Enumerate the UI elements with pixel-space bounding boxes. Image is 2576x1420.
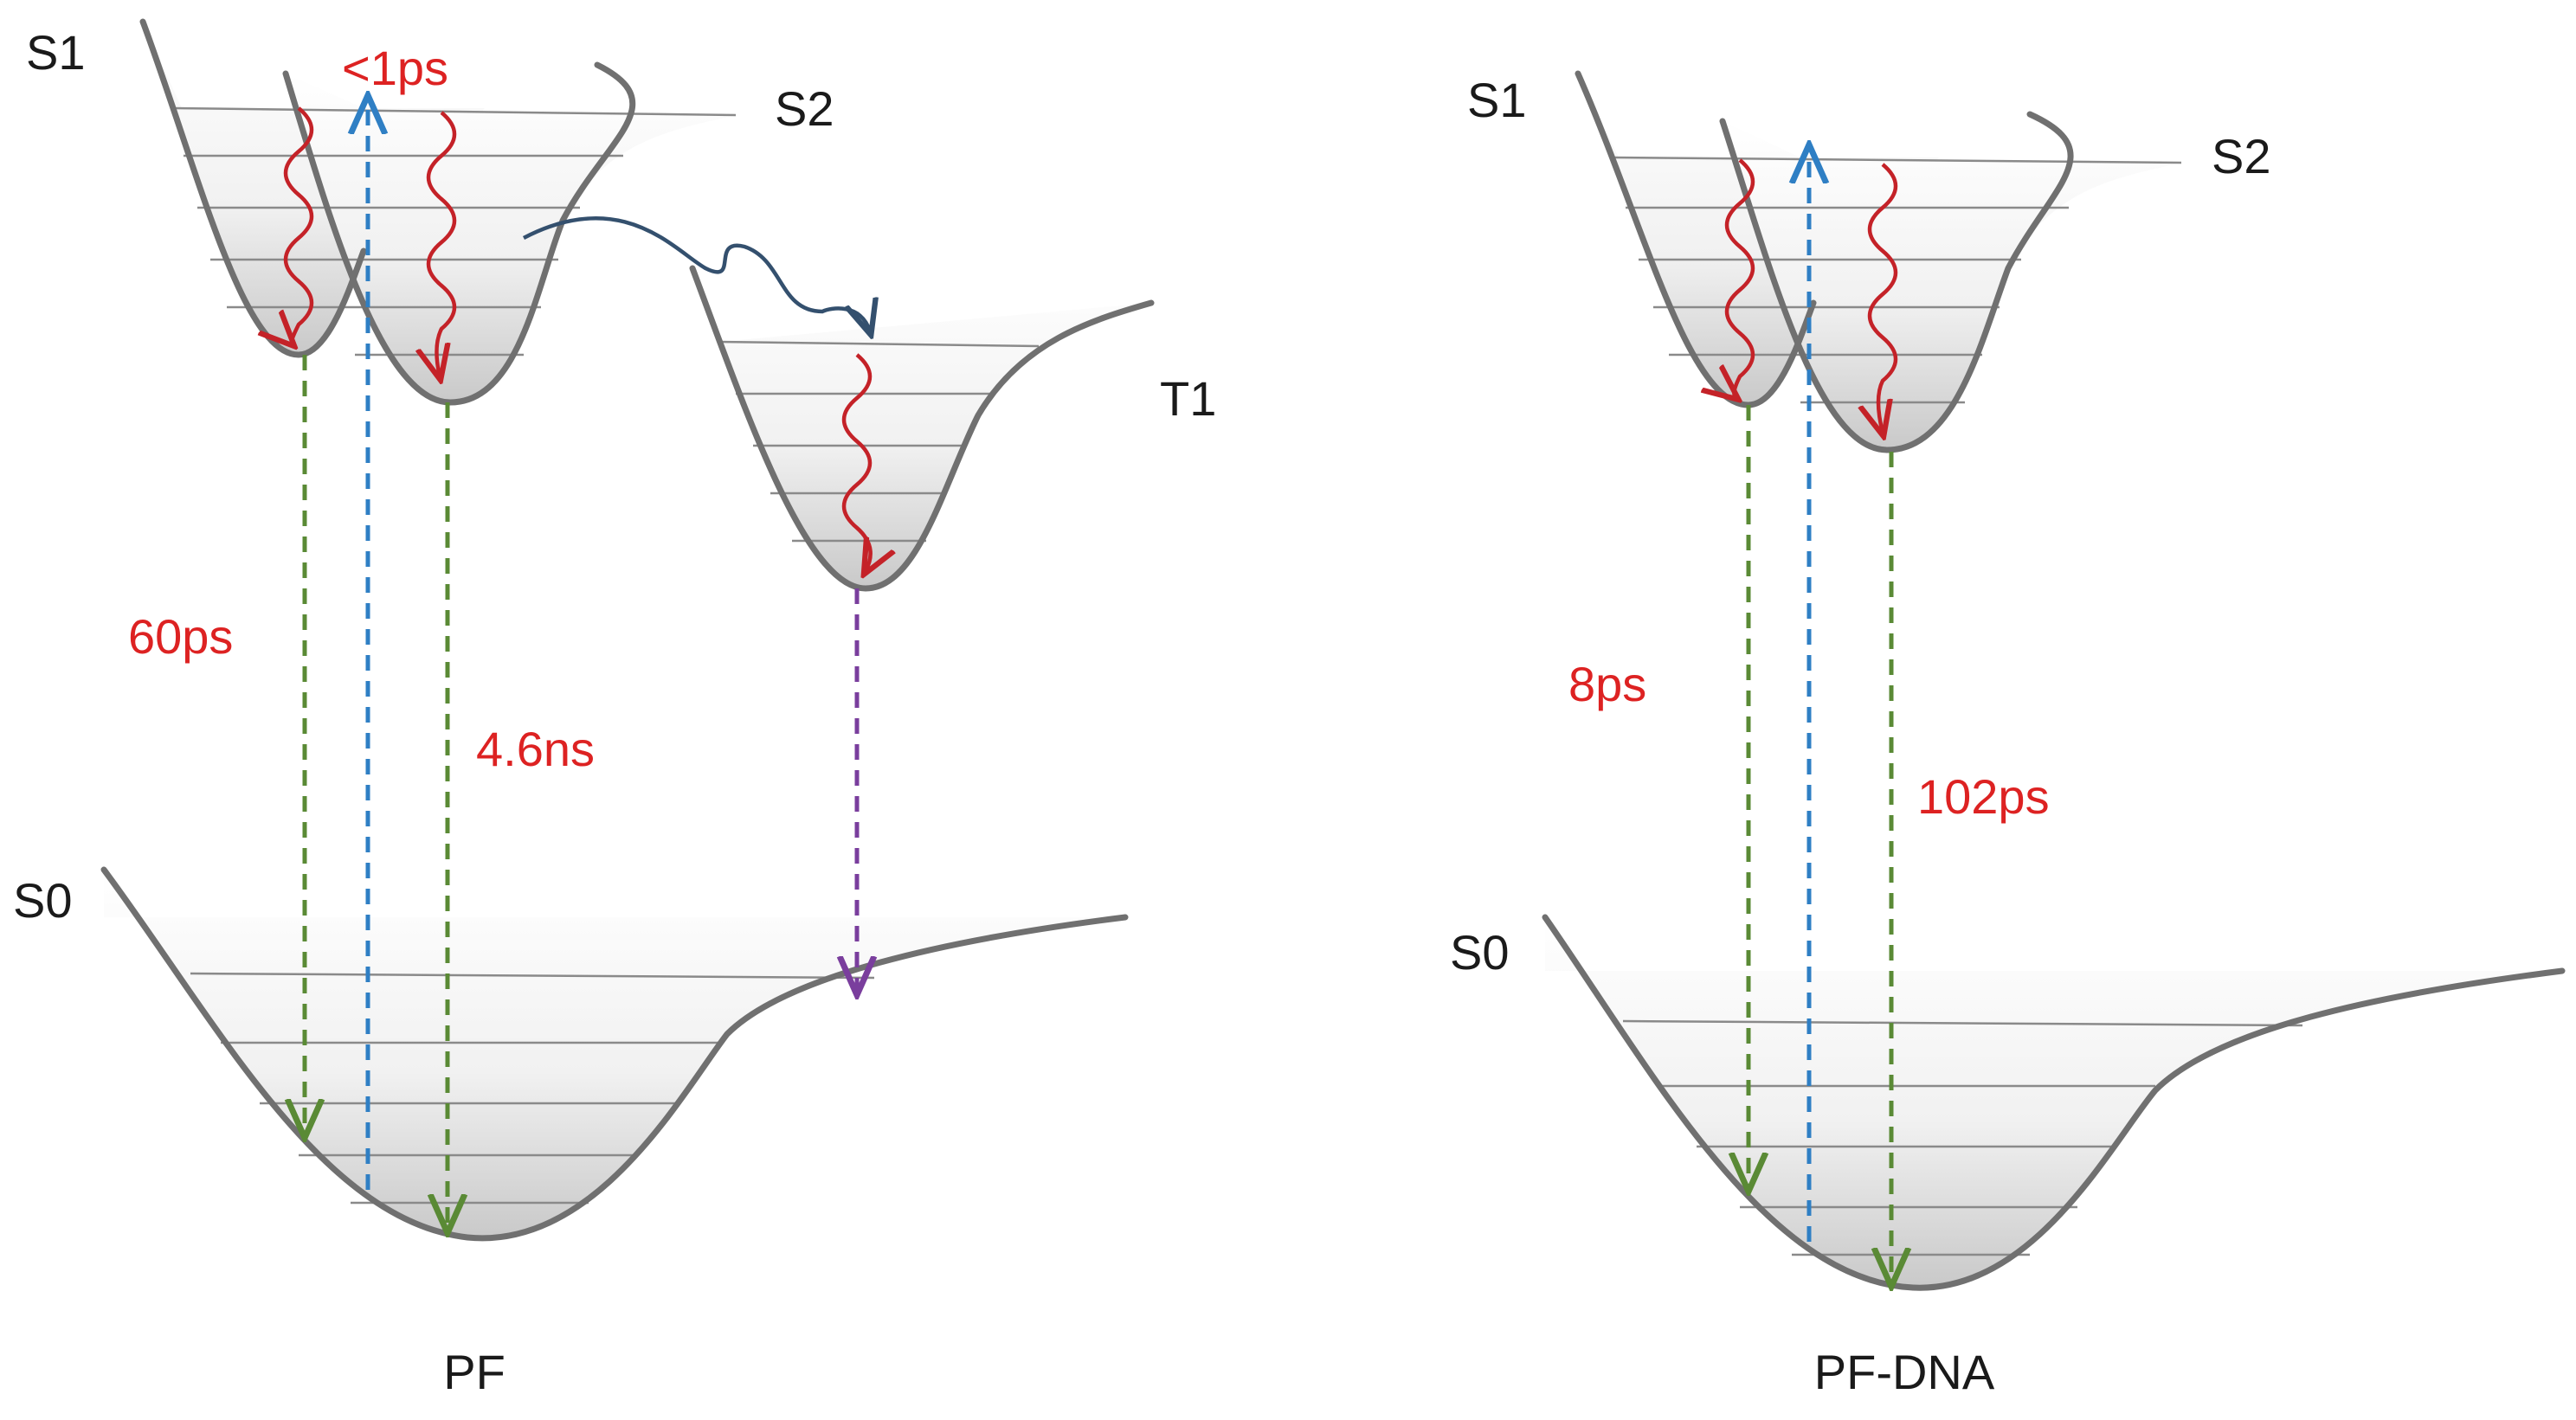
- s0-vibrational-levels-pf-dna: [1622, 1019, 2303, 1256]
- t1-vibrational-levels-pf: [718, 340, 1040, 543]
- s2-label-pf: S2: [775, 81, 834, 136]
- panel-title-pf: PF: [443, 1345, 506, 1399]
- s2-decay-time-label-pf: 4.6ns: [476, 722, 595, 776]
- t1-well-pf: [689, 265, 1155, 592]
- s2-curve-pf: [282, 61, 636, 406]
- ic-time-label-pf: <1ps: [342, 41, 448, 95]
- intersystem-crossing-arrow-pf: [522, 216, 870, 331]
- s2-decay-time-label-pf-dna: 102ps: [1917, 769, 2050, 824]
- panel-pf-dna: S1 S2 S0 8ps 102ps PF-DNA: [1450, 70, 2566, 1399]
- s2-well-pf-dna: [1723, 121, 2181, 450]
- s2-curve-pf-dna: [1719, 111, 2074, 453]
- panel-pf: S1 S2 T1 S0 <1ps 60ps 4.6ns PF: [13, 18, 1216, 1399]
- panel-title-pf-dna: PF-DNA: [1814, 1345, 1995, 1399]
- s2-relaxation-arrow-pf-dna: [1870, 163, 1898, 433]
- s0-well-pf: [100, 866, 1129, 1242]
- s1-s2-vibrational-levels-pf: [172, 106, 737, 357]
- s1-well-pf: [143, 22, 485, 355]
- s1-decay-time-label-pf: 60ps: [128, 609, 233, 664]
- s0-label-pf-dna: S0: [1450, 925, 1510, 980]
- t1-relaxation-arrow-pf: [841, 353, 871, 571]
- s2-well-pf: [286, 74, 736, 402]
- s0-label-pf: S0: [13, 873, 73, 928]
- s1-label-pf-dna: S1: [1467, 73, 1527, 127]
- s1-decay-time-label-pf-dna: 8ps: [1568, 657, 1646, 711]
- t1-label-pf: T1: [1160, 371, 1216, 426]
- s2-label-pf-dna: S2: [2212, 129, 2271, 183]
- s0-well-pf-dna: [1542, 914, 2566, 1291]
- s1-relaxation-arrow-pf-dna: [1727, 158, 1755, 397]
- s1-relaxation-arrow-pf: [286, 106, 314, 344]
- s1-label-pf: S1: [26, 25, 86, 80]
- s2-relaxation-arrow-pf: [428, 111, 457, 376]
